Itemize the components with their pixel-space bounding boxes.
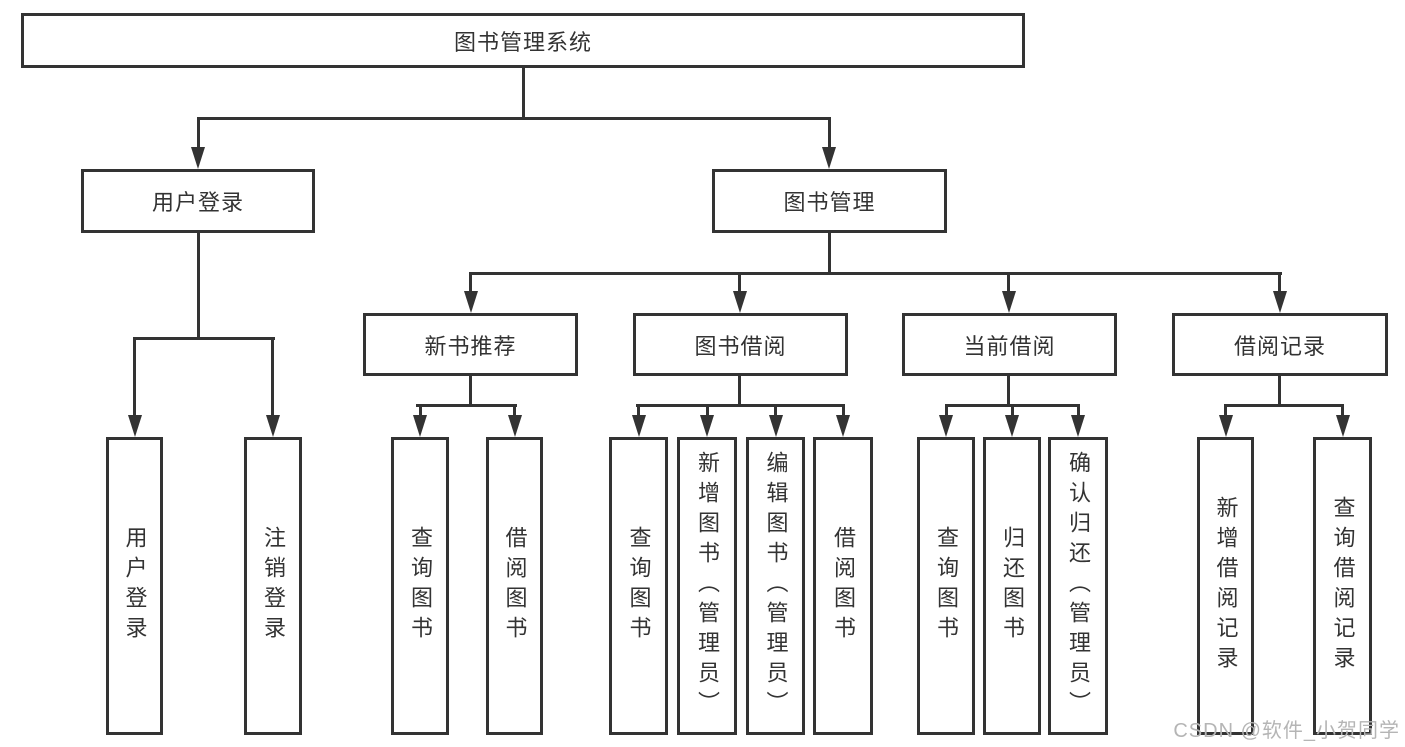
node-current-borrow: 当前借阅 [902,313,1117,376]
connector-drop [637,404,640,417]
connector-borrow-records-stem [1278,376,1281,407]
arrow-user-login [191,147,205,169]
connector-user-login-stem [197,233,200,340]
connector-level2-branch [197,117,831,120]
arrow-leaf-logout [266,415,280,437]
csdn-watermark: CSDN @软件_小贺同学 [1173,720,1400,742]
arrow-borrow-records [1273,291,1287,313]
connector-drop-leaf-login [133,337,136,417]
connector-new-book-branch [416,404,517,407]
connector-drop [1011,404,1014,417]
leaf-query-borrow-record: 查询借阅记录 [1313,437,1372,735]
node-new-book-recommend: 新书推荐 [363,313,578,376]
arrow-leaf [836,415,850,437]
connector-root-stem [522,68,525,120]
leaf-query-books-borrow: 查询图书 [609,437,668,735]
arrow-leaf [1219,415,1233,437]
arrow-book-borrow [733,291,747,313]
connector-book-borrow-branch [636,404,845,407]
leaf-edit-books-admin: 编辑图书（管理员） [746,437,805,735]
connector-user-login-branch [133,337,275,340]
connector-drop-borrow-records [1278,272,1281,293]
arrow-leaf [632,415,646,437]
arrow-current-borrow [1002,291,1016,313]
leaf-query-books-current: 查询图书 [917,437,975,735]
connector-drop [842,404,845,417]
connector-drop-book-borrow [738,272,741,293]
leaf-logout: 注销登录 [244,437,302,735]
connector-drop [513,404,516,417]
node-book-management: 图书管理 [712,169,947,233]
leaf-query-books-recommend: 查询图书 [391,437,449,735]
arrow-new-book [464,291,478,313]
connector-drop [774,404,777,417]
connector-drop [945,404,948,417]
arrow-leaf [508,415,522,437]
connector-drop-new-book [469,272,472,293]
connector-drop-book-mgmt [828,117,831,149]
node-user-login: 用户登录 [81,169,315,233]
connector-level3-branch [469,272,1282,275]
connector-drop [1077,404,1080,417]
connector-drop [1341,404,1344,417]
leaf-add-books-admin: 新增图书（管理员） [677,437,737,735]
arrow-leaf [939,415,953,437]
arrow-leaf [700,415,714,437]
arrow-leaf [1336,415,1350,437]
root-node: 图书管理系统 [21,13,1025,68]
arrow-leaf [769,415,783,437]
connector-drop [419,404,422,417]
arrow-leaf-login [128,415,142,437]
connector-borrow-records-branch [1224,404,1344,407]
connector-book-mgmt-stem [828,233,831,275]
arrow-leaf [413,415,427,437]
leaf-user-login: 用户登录 [106,437,163,735]
node-borrow-records: 借阅记录 [1172,313,1388,376]
arrow-leaf [1071,415,1085,437]
arrow-leaf [1005,415,1019,437]
connector-drop [1224,404,1227,417]
leaf-return-books: 归还图书 [983,437,1041,735]
leaf-add-borrow-record: 新增借阅记录 [1197,437,1254,735]
leaf-confirm-return-admin: 确认归还（管理员） [1048,437,1108,735]
node-book-borrow: 图书借阅 [633,313,848,376]
connector-drop-current-borrow [1007,272,1010,293]
leaf-borrow-books: 借阅图书 [813,437,873,735]
leaf-borrow-books-recommend: 借阅图书 [486,437,543,735]
connector-current-borrow-stem [1007,376,1010,407]
connector-new-book-stem [469,376,472,407]
connector-drop [706,404,709,417]
connector-drop-leaf-logout [271,337,274,417]
connector-book-borrow-stem [738,376,741,407]
arrow-book-mgmt [822,147,836,169]
connector-drop-user-login [197,117,200,149]
